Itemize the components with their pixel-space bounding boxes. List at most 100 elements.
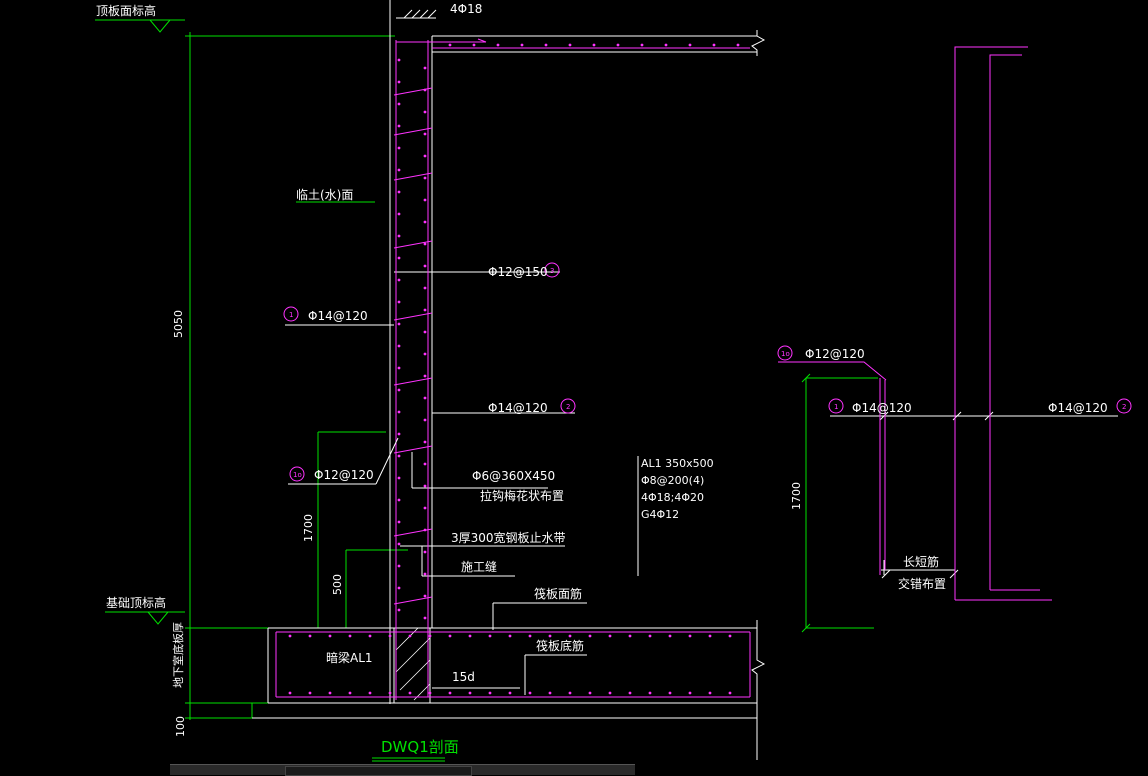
rebar-dot bbox=[628, 634, 632, 638]
rebar-dot bbox=[423, 198, 427, 202]
dim-500: 500 bbox=[331, 574, 344, 595]
rebar-dot bbox=[488, 634, 492, 638]
drawing-title: DWQ1剖面 bbox=[381, 738, 459, 756]
rebar-dot bbox=[423, 242, 427, 246]
rebar-dot bbox=[544, 43, 548, 47]
hidden-beam-label: 暗梁AL1 bbox=[326, 650, 373, 665]
rebar-dot bbox=[588, 634, 592, 638]
rebar-dot bbox=[640, 43, 644, 47]
marker-1o-right: 1o bbox=[781, 350, 790, 358]
marker-2-right: 2 bbox=[1122, 403, 1126, 411]
rebar-dot bbox=[423, 506, 427, 510]
rebar-dot bbox=[688, 634, 692, 638]
rebar-dot bbox=[608, 691, 612, 695]
rebar-dot bbox=[397, 278, 401, 282]
rebar-dot bbox=[728, 691, 732, 695]
rebar-dot bbox=[397, 410, 401, 414]
rebar-dot bbox=[397, 476, 401, 480]
rebar-dot bbox=[397, 388, 401, 392]
rebar-dot bbox=[428, 634, 432, 638]
rebar-dot bbox=[397, 58, 401, 62]
rebar-dot bbox=[708, 691, 712, 695]
rebar-dot bbox=[568, 634, 572, 638]
rebar-dot bbox=[388, 691, 392, 695]
rebar-dot bbox=[668, 634, 672, 638]
rebar-dot bbox=[548, 691, 552, 695]
rebar-dot bbox=[423, 66, 427, 70]
rebar-dot bbox=[528, 634, 532, 638]
rebar-dot bbox=[423, 374, 427, 378]
waterstop-label: 3厚300宽钢板止水带 bbox=[451, 530, 566, 545]
rebar-dot bbox=[648, 634, 652, 638]
marker-3: 3 bbox=[550, 267, 554, 275]
rebar-dot bbox=[448, 691, 452, 695]
rebar-dot bbox=[423, 264, 427, 268]
rebar-dot bbox=[408, 691, 412, 695]
beam-spec-1: AL1 350x500 bbox=[641, 457, 714, 470]
rebar-dot bbox=[423, 484, 427, 488]
rebar-dot bbox=[423, 418, 427, 422]
dimension-lines bbox=[95, 19, 878, 762]
rebar-dot bbox=[423, 594, 427, 598]
marker-2-left: 2 bbox=[566, 403, 570, 411]
alternate-label: 交错布置 bbox=[898, 576, 946, 591]
rebar-dot bbox=[468, 634, 472, 638]
bar-1-label: Φ14@120 bbox=[308, 309, 368, 323]
rebar-dot bbox=[628, 691, 632, 695]
rebar-dot bbox=[423, 110, 427, 114]
rebar-dot bbox=[328, 634, 332, 638]
rebar-dot bbox=[397, 124, 401, 128]
rebar-dot bbox=[712, 43, 716, 47]
rebar-dot bbox=[423, 572, 427, 576]
rebar-dot bbox=[472, 43, 476, 47]
rebar-dot bbox=[448, 634, 452, 638]
rebar-dot bbox=[408, 634, 412, 638]
rebar-dot bbox=[688, 43, 692, 47]
rebar-dot bbox=[608, 634, 612, 638]
rebar-dot bbox=[428, 691, 432, 695]
rebar-dot bbox=[397, 520, 401, 524]
raft-top-bar-label: 筏板面筋 bbox=[534, 586, 582, 601]
beam-spec-4: G4Φ12 bbox=[641, 508, 679, 521]
top-elevation-label: 顶板面标高 bbox=[96, 3, 156, 18]
rebar-dot bbox=[388, 634, 392, 638]
marker-1-right: 1 bbox=[834, 403, 838, 411]
rebar-dot bbox=[423, 440, 427, 444]
base-elevation-label: 基础顶标高 bbox=[106, 595, 166, 610]
rebar-dot bbox=[423, 462, 427, 466]
rebar-dot bbox=[568, 43, 572, 47]
rebar-dot bbox=[423, 396, 427, 400]
status-field bbox=[285, 766, 472, 776]
rebar-dot bbox=[508, 691, 512, 695]
rebar-dot bbox=[423, 308, 427, 312]
rebar-dot bbox=[368, 691, 372, 695]
rebar-dot bbox=[648, 691, 652, 695]
beam-hatch bbox=[395, 627, 431, 701]
right-bar-1o-label: Φ12@120 bbox=[805, 347, 865, 361]
rebar-dot bbox=[397, 102, 401, 106]
right-bar-1-label: Φ14@120 bbox=[852, 401, 912, 415]
rebar-dot bbox=[397, 586, 401, 590]
rebar-dot bbox=[520, 43, 524, 47]
rebar-dot bbox=[397, 234, 401, 238]
marker-1o-left: 1o bbox=[293, 471, 302, 479]
rebar-dot bbox=[397, 454, 401, 458]
bar-150-label: Φ12@150 bbox=[488, 265, 548, 279]
construction-joint-label: 施工缝 bbox=[461, 559, 497, 574]
dim-1700: 1700 bbox=[302, 514, 315, 542]
dim-total: 5050 bbox=[172, 310, 185, 338]
anchor-length-label: 15d bbox=[452, 670, 475, 684]
status-bar bbox=[170, 764, 635, 776]
rebar-dot bbox=[397, 608, 401, 612]
concrete-outline bbox=[252, 0, 1118, 760]
rebar-dot bbox=[397, 542, 401, 546]
long-short-label: 长短筋 bbox=[903, 554, 939, 569]
rebar-dot bbox=[468, 691, 472, 695]
rebar-dot bbox=[397, 80, 401, 84]
rebar-dot bbox=[308, 691, 312, 695]
rebar-dot bbox=[397, 190, 401, 194]
beam-spec-2: Φ8@200(4) bbox=[641, 474, 704, 487]
rebar-dot bbox=[728, 634, 732, 638]
rebar-dot bbox=[397, 300, 401, 304]
